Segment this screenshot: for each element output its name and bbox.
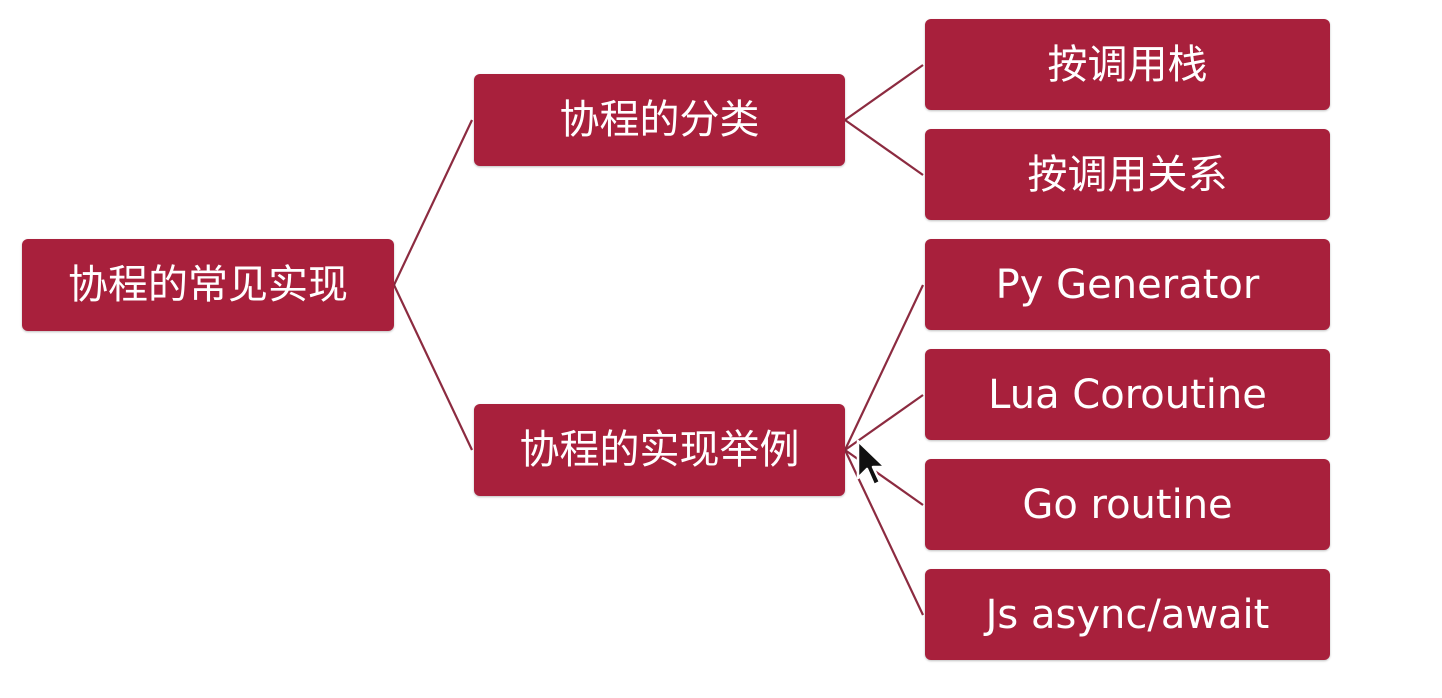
connector-examples-leaf-2 xyxy=(844,284,924,451)
connector-root-category xyxy=(393,119,473,286)
leaf-node: 按调用栈 xyxy=(925,19,1330,110)
branch-node-category: 协程的分类 xyxy=(474,74,845,166)
branch-node-label: 协程的分类 xyxy=(559,97,760,143)
leaf-node: Lua Coroutine xyxy=(925,349,1330,440)
arrow-cursor-icon xyxy=(856,439,887,487)
root-node-label: 协程的常见实现 xyxy=(68,262,348,308)
leaf-node-label: Lua Coroutine xyxy=(988,371,1267,418)
leaf-node-label: 按调用栈 xyxy=(1047,41,1208,88)
branch-node-examples: 协程的实现举例 xyxy=(474,404,845,496)
leaf-node-label: Go routine xyxy=(1022,481,1233,528)
connector-root-examples xyxy=(393,284,473,451)
mindmap-root-node: 协程的常见实现 xyxy=(22,239,394,331)
connector-category-leaf-0 xyxy=(844,64,924,121)
leaf-node: 按调用关系 xyxy=(925,129,1330,220)
leaf-node-label: Py Generator xyxy=(995,261,1260,308)
leaf-node-label: 按调用关系 xyxy=(1027,151,1228,198)
connector-category-leaf-1 xyxy=(844,119,924,176)
leaf-node: Js async/await xyxy=(925,569,1330,660)
leaf-node: Py Generator xyxy=(925,239,1330,330)
leaf-node-label: Js async/await xyxy=(985,591,1270,638)
branch-node-label: 协程的实现举例 xyxy=(519,427,800,473)
leaf-node: Go routine xyxy=(925,459,1330,550)
